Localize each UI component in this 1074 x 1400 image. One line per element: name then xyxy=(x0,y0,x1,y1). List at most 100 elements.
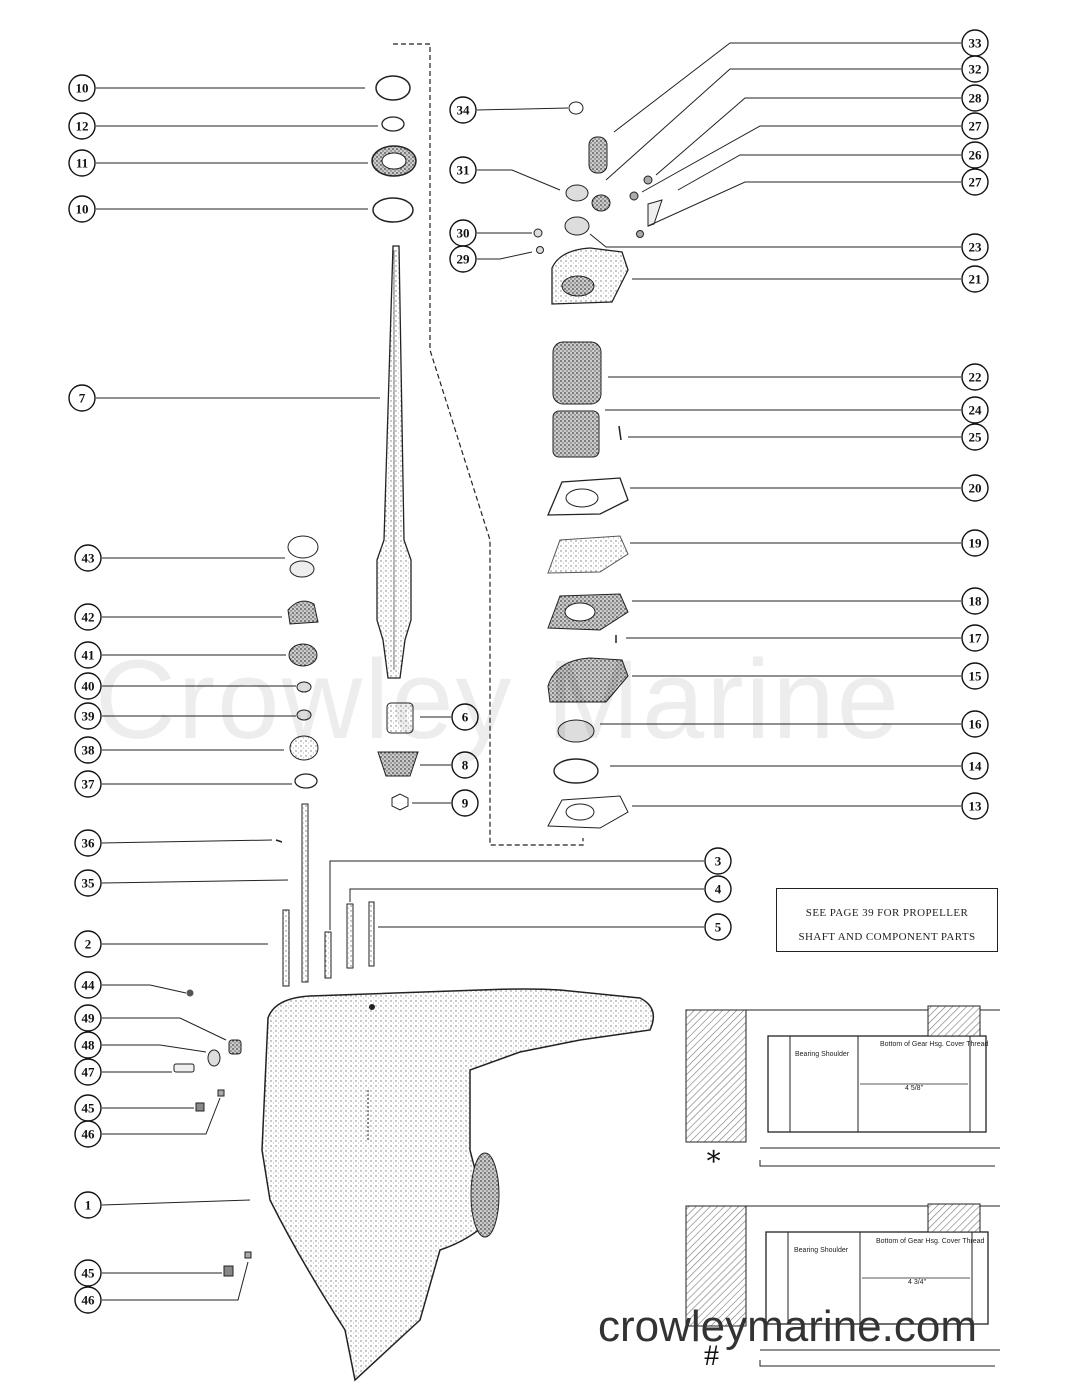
callout-number: 7 xyxy=(79,391,86,406)
callout-10: 10 xyxy=(68,195,96,223)
part-20-face-plate xyxy=(547,477,629,516)
detail-bottom-dimension: 4 3/4" xyxy=(908,1279,927,1286)
callout-circle xyxy=(704,847,732,875)
leader-line-49 xyxy=(102,1017,227,1041)
callout-number: 5 xyxy=(715,920,722,935)
part-11-bearing xyxy=(371,145,417,177)
leader-line-34 xyxy=(476,107,569,111)
callout-32: 32 xyxy=(961,55,989,83)
callout-46: 46 xyxy=(74,1286,102,1314)
callout-number: 36 xyxy=(82,836,96,851)
callout-9: 9 xyxy=(451,789,479,817)
callout-circle xyxy=(68,112,96,140)
part-42-housing xyxy=(287,600,319,625)
part-23-seal xyxy=(564,216,590,236)
callout-circle xyxy=(961,396,989,424)
detail-bottom-thread-label: Bottom of Gear Hsg. Cover Thread xyxy=(876,1238,985,1245)
part-31-seal xyxy=(565,184,589,202)
callout-16: 16 xyxy=(961,710,989,738)
callout-circle xyxy=(961,662,989,690)
part-30-29-small xyxy=(533,228,544,254)
callout-number: 21 xyxy=(969,272,982,287)
assembly-dashed-line xyxy=(393,43,584,846)
callout-number: 46 xyxy=(82,1293,96,1308)
callout-27: 27 xyxy=(961,112,989,140)
callout-47: 47 xyxy=(74,1058,102,1086)
part-36-clip xyxy=(275,839,283,843)
callout-number: 43 xyxy=(82,551,96,566)
callout-number: 13 xyxy=(969,799,983,814)
callout-number: 15 xyxy=(969,669,983,684)
part-16-seal xyxy=(557,719,595,743)
callout-number: 35 xyxy=(82,876,96,891)
callout-circle xyxy=(74,971,102,999)
callout-circle xyxy=(451,751,479,779)
callout-number: 20 xyxy=(969,481,982,496)
callout-8: 8 xyxy=(451,751,479,779)
leader-line-27 xyxy=(641,125,961,193)
callout-circle xyxy=(74,869,102,897)
callout-number: 17 xyxy=(969,631,983,646)
callout-36: 36 xyxy=(74,829,102,857)
callout-12: 12 xyxy=(68,112,96,140)
callout-circle xyxy=(74,1120,102,1148)
callout-23: 23 xyxy=(961,233,989,261)
callout-5: 5 xyxy=(704,913,732,941)
leader-lines xyxy=(96,42,961,1301)
callout-28: 28 xyxy=(961,84,989,112)
leader-line-27 xyxy=(647,181,961,227)
detail-diagram-bottom: Bearing Shoulder Bottom of Gear Hsg. Cov… xyxy=(685,1203,1000,1372)
part-34-ball xyxy=(568,101,584,115)
callout-number: 37 xyxy=(82,777,96,792)
part-38-bushing xyxy=(289,735,319,761)
callout-number: 9 xyxy=(462,796,469,811)
part-24-impeller xyxy=(552,410,600,458)
part-18-plate xyxy=(547,593,629,631)
part-15-pump-base xyxy=(547,657,629,703)
callout-number: 31 xyxy=(457,163,470,178)
callout-40: 40 xyxy=(74,672,102,700)
callout-circle xyxy=(74,603,102,631)
callout-number: 23 xyxy=(969,240,983,255)
callout-30: 30 xyxy=(449,219,477,247)
callout-circle xyxy=(961,84,989,112)
leader-line-48 xyxy=(102,1044,207,1053)
callout-circle xyxy=(74,930,102,958)
callout-number: 1 xyxy=(85,1198,92,1213)
part-39-washer xyxy=(296,709,312,721)
callout-25: 25 xyxy=(961,423,989,451)
callout-19: 19 xyxy=(961,529,989,557)
callout-number: 6 xyxy=(462,710,469,725)
part-25-key xyxy=(618,425,622,441)
leader-line-26 xyxy=(677,154,961,191)
callout-circle xyxy=(704,875,732,903)
propeller-note-box: SEE PAGE 39 FOR PROPELLER SHAFT AND COMP… xyxy=(776,888,998,952)
callout-6: 6 xyxy=(451,703,479,731)
callout-circle xyxy=(68,149,96,177)
callout-27: 27 xyxy=(961,168,989,196)
callout-11: 11 xyxy=(68,149,96,177)
callout-20: 20 xyxy=(961,474,989,502)
detail-top-marker: ∗ xyxy=(704,1141,723,1172)
callout-circle xyxy=(961,752,989,780)
callout-number: 27 xyxy=(969,119,983,134)
callout-circle xyxy=(961,233,989,261)
leader-line-46 xyxy=(102,1097,221,1135)
callout-circle xyxy=(961,792,989,820)
part-33-tube xyxy=(588,136,608,174)
leader-line-3 xyxy=(329,860,704,930)
callout-circle xyxy=(961,55,989,83)
callout-circle xyxy=(68,74,96,102)
callout-number: 30 xyxy=(457,226,470,241)
callout-circle xyxy=(961,363,989,391)
leader-line-29 xyxy=(477,251,533,260)
callout-circle xyxy=(961,529,989,557)
detail-top-shoulder-label: Bearing Shoulder xyxy=(795,1051,850,1058)
callout-number: 41 xyxy=(82,648,95,663)
callout-circle xyxy=(74,1286,102,1314)
note-line-1: SEE PAGE 39 FOR PROPELLER xyxy=(805,907,969,919)
callout-41: 41 xyxy=(74,641,102,669)
small-fittings xyxy=(173,989,252,1277)
leader-line-36 xyxy=(101,839,273,844)
